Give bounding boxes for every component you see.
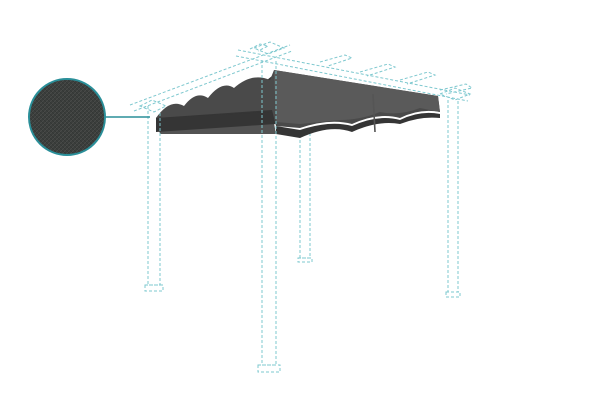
post-rear-right [445,100,461,298]
post-front-left [138,99,168,292]
roof-beams [129,43,474,112]
shade-canopy [156,70,440,138]
post-back-right [297,130,313,263]
post-cap-rear-right [438,87,472,101]
post-front-center [252,41,286,373]
fabric-texture-swatch-icon [28,78,150,156]
